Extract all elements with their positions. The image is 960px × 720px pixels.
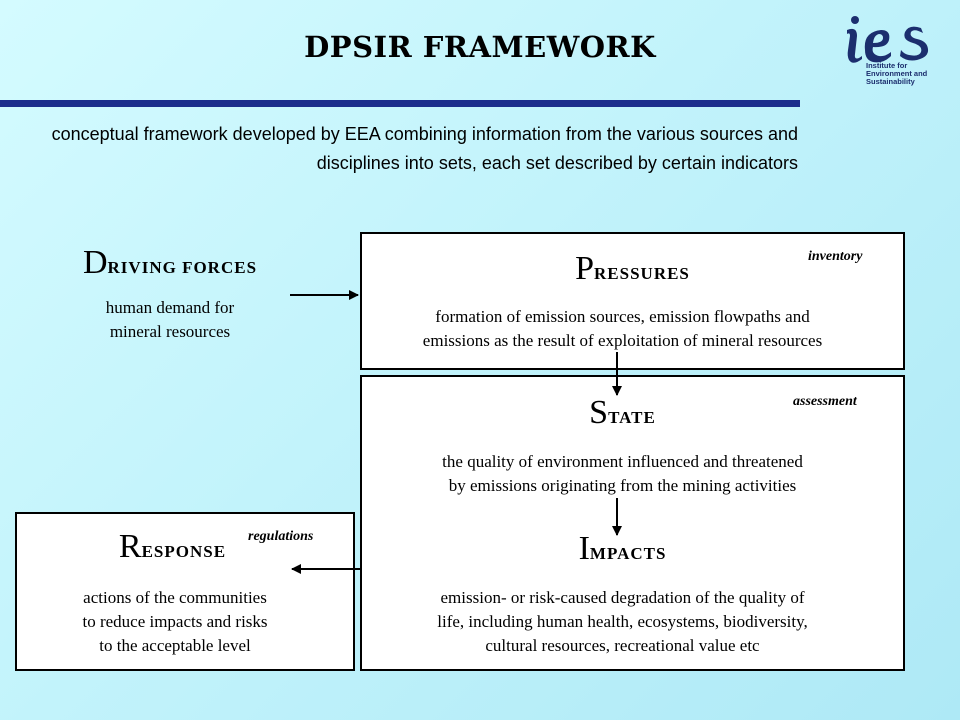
pressures-description: formation of emission sources, emission …	[422, 307, 823, 350]
pressures-box	[360, 232, 905, 370]
state-tag: assessment	[793, 394, 857, 409]
state-description: the quality of environment influenced an…	[442, 452, 803, 495]
response-heading: RESPONSE	[118, 528, 227, 565]
impacts-description: emission- or risk-caused degradation of …	[437, 588, 808, 655]
pressures-tag: inventory	[808, 249, 863, 264]
state-impacts-box	[360, 375, 905, 671]
title-rule	[0, 100, 800, 107]
logo-caption: Institute for Environment and Sustainabi…	[866, 61, 928, 86]
driving-forces-description: human demand for mineral resources	[105, 298, 235, 341]
response-tag: regulations	[248, 529, 314, 544]
state-heading: STATE	[589, 394, 656, 431]
intro-text: conceptual framework developed by EEA co…	[51, 124, 798, 173]
response-description: actions of the communities to reduce imp…	[82, 588, 268, 655]
pressures-heading: PRESSURES	[575, 250, 690, 287]
ies-logo	[847, 16, 929, 63]
driving-forces-heading: DRIVING FORCES	[82, 244, 258, 281]
response-box	[15, 512, 355, 671]
page-title: DPSIR FRAMEWORK	[304, 30, 656, 64]
impacts-heading: IMPACTS	[578, 530, 667, 567]
